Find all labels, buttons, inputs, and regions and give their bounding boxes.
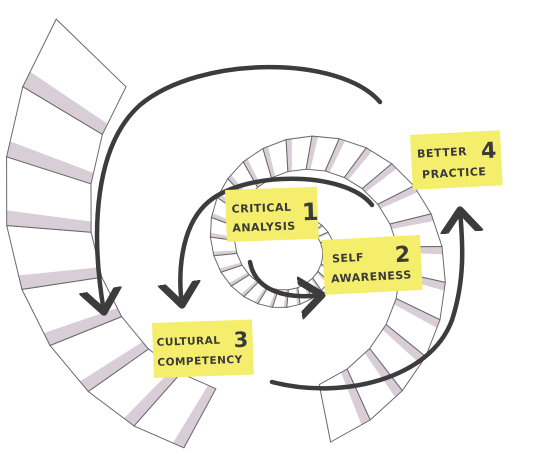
spiral-tile-shadow — [172, 385, 216, 448]
note-cultural-competency-line2: COMPETENCY — [157, 354, 243, 369]
note-critical-analysis-line2: ANALYSIS — [232, 220, 296, 235]
spiral-tile-shadow — [241, 280, 259, 297]
note-critical-analysis-number: 1 — [301, 198, 319, 227]
spiral-tile-shadow — [43, 308, 122, 346]
spiral-tile-shadow — [306, 136, 318, 170]
spiral-tile-shadow — [229, 272, 250, 287]
note-better-practice: BETTER PRACTICE 4 — [410, 130, 503, 190]
sticky-note-3 — [152, 319, 254, 378]
note-self-awareness-line1: SELF — [332, 251, 365, 266]
spiral-tile-shadow — [22, 71, 108, 135]
note-self-awareness: SELF AWARENESS 2 — [322, 234, 423, 295]
spiral-tile-47 — [22, 18, 127, 136]
spiral-tile-shadow — [394, 298, 440, 328]
spiral-tile-shadow — [364, 348, 403, 398]
spiral-tile-shadow — [377, 185, 418, 209]
spiral-tile-shadow — [362, 163, 397, 193]
sticky-note-2 — [322, 234, 423, 295]
note-critical-analysis-line1: CRITICAL — [231, 201, 291, 216]
spiral-tile-shadow — [123, 367, 181, 426]
sticky-note-1 — [225, 186, 319, 242]
spiral-tile-shadow — [262, 146, 276, 178]
note-better-practice-line2: PRACTICE — [422, 165, 487, 181]
spiral-tile-39 — [318, 368, 371, 443]
spiral-tile-shadow — [213, 250, 237, 256]
spiral-tile-19 — [213, 252, 243, 273]
note-cultural-competency: CULTURAL COMPETENCY 3 — [152, 319, 254, 378]
note-critical-analysis: CRITICAL ANALYSIS 1 — [225, 186, 319, 242]
spiral-tile-shadow — [219, 262, 242, 273]
sticky-note-4 — [410, 130, 503, 190]
arrow-outer — [97, 64, 383, 312]
spiral-tile-shadow — [382, 324, 426, 365]
note-cultural-competency-line1: CULTURAL — [156, 335, 220, 349]
note-cultural-competency-number: 3 — [233, 328, 248, 352]
spiral-tile-shadow — [344, 147, 372, 180]
spiral-tile-shadow — [18, 267, 102, 290]
note-better-practice-line1: BETTER — [417, 145, 468, 161]
spiral-tile-shadow — [254, 286, 268, 304]
arrow-middle — [180, 176, 375, 305]
spiral-tile-shadow — [311, 278, 322, 293]
note-self-awareness-line2: AWARENESS — [331, 268, 412, 285]
spiral-tile-shadow — [325, 138, 346, 173]
spiral-tile-shadow — [79, 341, 149, 392]
spiral-tile-shadow — [6, 141, 94, 184]
arrow-inner — [247, 259, 322, 296]
note-self-awareness-number: 2 — [394, 242, 411, 268]
spiral-arrows — [97, 64, 462, 391]
spiral-tile-shadow — [317, 232, 329, 239]
arrow-bottom — [269, 210, 462, 391]
note-better-practice-number: 4 — [480, 139, 497, 165]
spiral-tiles — [6, 18, 446, 449]
spiral-tile-shadow — [341, 369, 371, 425]
spiral-tile-shadow — [390, 213, 434, 229]
